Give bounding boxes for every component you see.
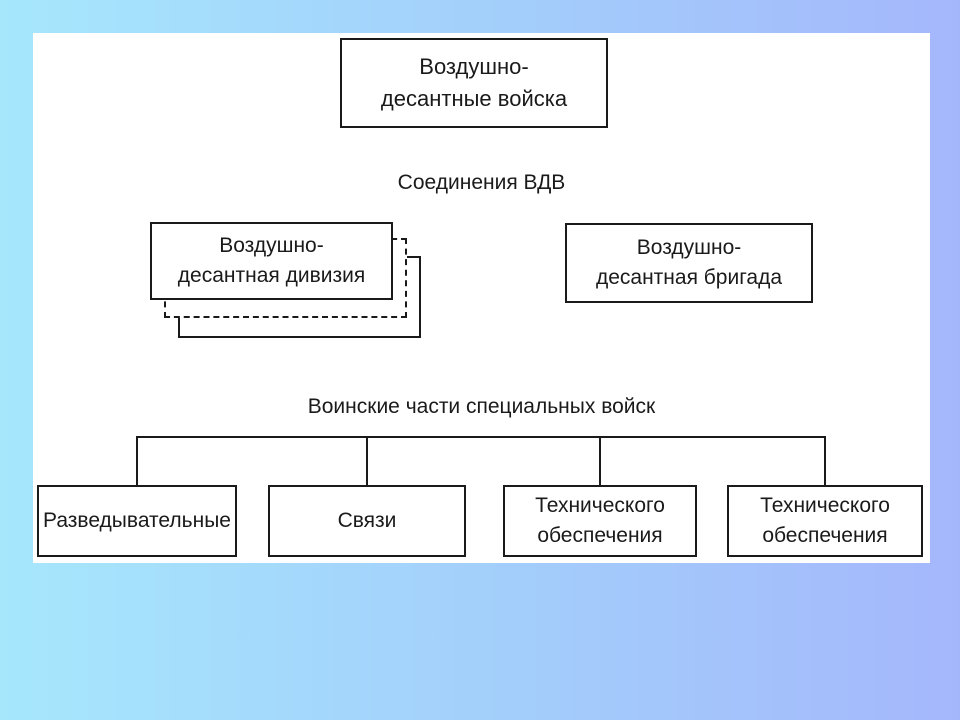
box-airborne-division-label: Воздушно- десантная дивизия (177, 233, 366, 287)
box-technical-support-2-label: Технического обеспечения (760, 493, 890, 547)
tree-horizontal-connector (137, 436, 825, 438)
box-airborne-troops-label: Воздушно- десантные войска (380, 54, 568, 111)
section-title-special-units: Воинские части специальных войск (307, 395, 656, 418)
box-signal: Связи (268, 485, 466, 557)
box-technical-support-1: Технического обеспечения (503, 485, 697, 557)
tree-vertical-connector-4 (824, 436, 826, 485)
box-airborne-troops: Воздушно- десантные войска (340, 38, 608, 128)
box-technical-support-1-label: Технического обеспечения (535, 493, 665, 547)
tree-vertical-connector-1 (136, 436, 138, 485)
box-signal-label: Связи (337, 508, 397, 532)
box-airborne-division: Воздушно- десантная дивизия (150, 222, 393, 300)
box-reconnaissance-label: Разведывательные (43, 508, 231, 532)
section-title-formations: Соединения ВДВ (397, 171, 566, 194)
diagram-panel: Воздушно- десантные войска Соединения ВД… (33, 33, 930, 563)
box-technical-support-2: Технического обеспечения (727, 485, 923, 557)
tree-vertical-connector-3 (599, 436, 601, 485)
tree-vertical-connector-2 (366, 436, 368, 485)
division-box-stack: Воздушно- десантная дивизия (150, 222, 421, 338)
box-reconnaissance: Разведывательные (37, 485, 237, 557)
box-airborne-brigade-label: Воздушно- десантная бригада (595, 235, 783, 289)
box-airborne-brigade: Воздушно- десантная бригада (565, 223, 813, 303)
